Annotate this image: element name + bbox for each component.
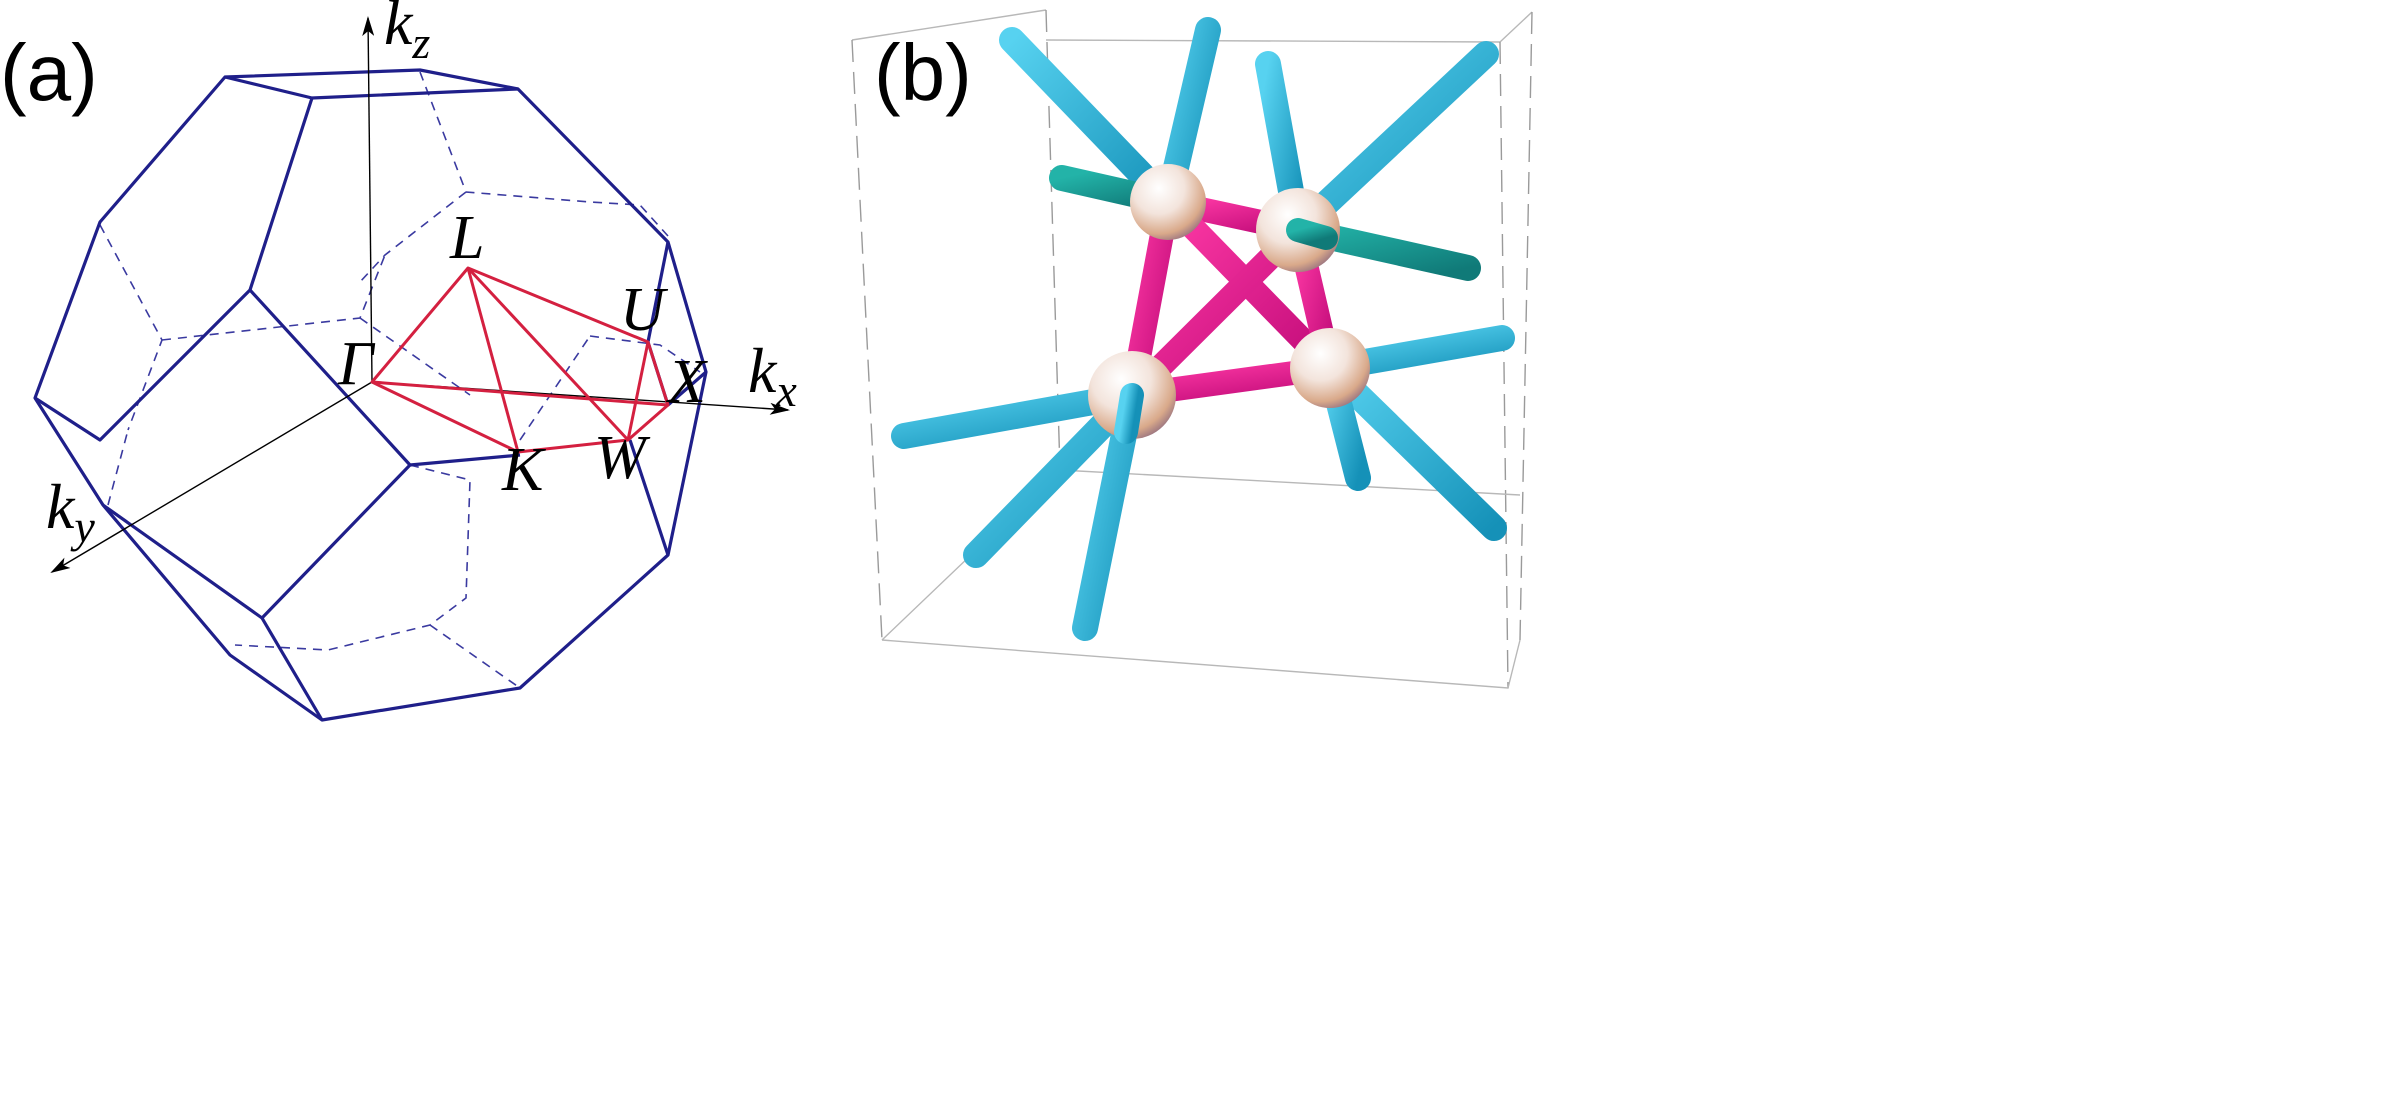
cube-edge <box>1499 41 1509 689</box>
hidden-edge <box>589 335 701 373</box>
point-gamma-label: Γ <box>337 330 376 398</box>
hidden-edge <box>161 254 386 341</box>
ibz-L-K-edge <box>466 267 520 453</box>
outer-bond <box>1286 218 1338 250</box>
cube-edge <box>851 9 1047 41</box>
cube-edge <box>851 39 883 641</box>
ky-axis <box>50 381 373 574</box>
hidden-edge <box>234 464 471 651</box>
zone-lower-left-edge <box>102 463 412 620</box>
front-bonds <box>1114 198 1338 444</box>
ibz-L-W-edge <box>466 266 630 442</box>
kx-label: kx <box>748 335 797 416</box>
zone-front-edge <box>248 288 521 467</box>
panel-b-label: (b) <box>874 28 972 117</box>
zone-bottom-edge <box>260 617 324 721</box>
ibz-lower-edge <box>371 380 669 454</box>
zone-left-edge <box>34 97 314 442</box>
point-K-label: K <box>501 436 547 504</box>
brillouin-zone-edges <box>33 68 708 722</box>
panel-b: (b) <box>851 9 1533 689</box>
cube-edge <box>881 639 1521 689</box>
cube-edge <box>1045 39 1501 43</box>
brillouin-zone-hidden-edges <box>99 71 701 689</box>
ibz-U-W-edge <box>626 341 650 441</box>
point-L-label: L <box>449 204 484 272</box>
hidden-edge <box>429 624 521 689</box>
point-W-label: W <box>594 424 651 492</box>
hidden-edge <box>359 191 467 283</box>
point-U-label: U <box>620 276 669 344</box>
kz-axis <box>362 16 375 383</box>
cube-edge <box>1499 11 1533 43</box>
cube-edge <box>1519 11 1533 641</box>
node-sphere <box>1130 164 1206 240</box>
outer-bond <box>1114 383 1144 444</box>
hidden-edge <box>519 335 591 441</box>
point-X-label: X <box>665 348 708 416</box>
outer-bond <box>1285 41 1499 243</box>
zone-right-lower-edge <box>628 439 670 556</box>
hidden-edge <box>419 71 669 237</box>
panel-a-label: (a) <box>0 28 98 117</box>
node-sphere <box>1290 328 1370 408</box>
irreducible-zone <box>370 266 670 454</box>
hidden-edge <box>359 317 471 396</box>
hidden-edge <box>99 224 163 431</box>
ky-label: ky <box>46 471 95 552</box>
panel-a: (a) <box>0 0 797 722</box>
hidden-edge <box>107 429 129 506</box>
kz-label: kz <box>384 0 430 68</box>
axes <box>50 16 790 574</box>
